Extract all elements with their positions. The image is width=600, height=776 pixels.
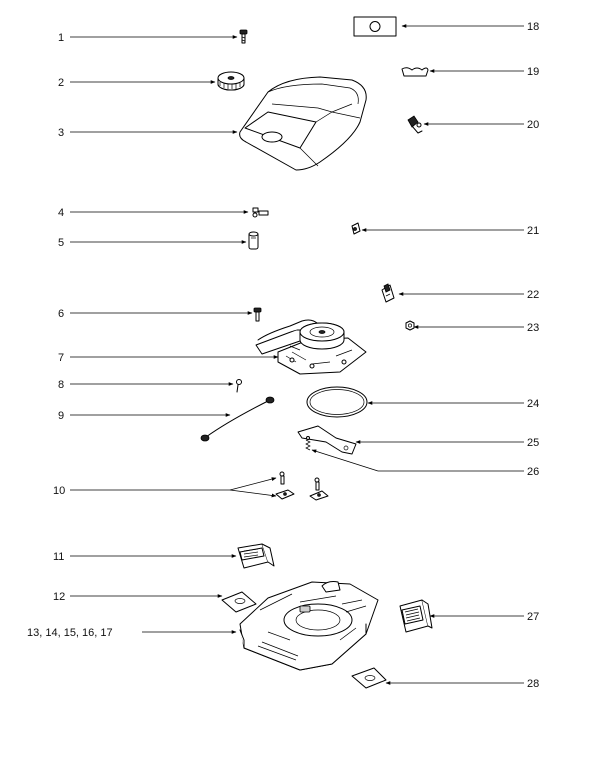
callout-21: 21: [361, 225, 539, 237]
callout-6: 6: [58, 308, 253, 320]
top-cover-icon: [239, 76, 367, 171]
callout-label-27: 27: [527, 611, 539, 623]
filter-cartridge-icon: [399, 599, 433, 633]
callout-11: 11: [53, 551, 237, 563]
wire-icon: [200, 396, 275, 442]
nut-icon: [405, 320, 415, 331]
screw-icon: [314, 477, 320, 491]
callout-label-28: 28: [527, 678, 539, 690]
callout-label-26: 26: [527, 466, 539, 478]
callout-5: 5: [58, 237, 247, 249]
callout-18: 18: [401, 21, 539, 33]
leader-line-10b: [229, 489, 277, 498]
callout-4: 4: [58, 207, 249, 219]
callout-label-12: 12: [53, 591, 65, 603]
screw-icon: [253, 307, 262, 322]
pin-icon: [236, 379, 242, 393]
callout-label-5: 5: [58, 237, 64, 249]
callout-22: 22: [398, 289, 539, 301]
callout-20: 20: [423, 119, 539, 131]
motor-assembly-icon: [255, 319, 367, 375]
callout-2: 2: [58, 77, 216, 89]
callout-label-8: 8: [58, 379, 64, 391]
grommet-icon: [351, 222, 361, 235]
callout-label-22: 22: [527, 289, 539, 301]
callout-label-3: 3: [58, 127, 64, 139]
callout-13-17: 13, 14, 15, 16, 17: [27, 627, 237, 639]
callout-label-7: 7: [58, 352, 64, 364]
filter-cartridge-icon: [237, 543, 275, 569]
belt-icon: [306, 386, 368, 418]
callout-8: 8: [58, 379, 234, 391]
switch-plate-icon: [353, 16, 397, 37]
callout-label-21: 21: [527, 225, 539, 237]
callout-label-24: 24: [527, 398, 539, 410]
callout-label-19: 19: [527, 66, 539, 78]
callout-1: 1: [58, 32, 238, 44]
callout-27: 27: [429, 611, 539, 623]
callout-24: 24: [367, 398, 539, 410]
callout-28: 28: [385, 678, 539, 690]
callout-label-25: 25: [527, 437, 539, 449]
plate-icon: [351, 667, 387, 689]
spring-clip-icon: [401, 67, 429, 77]
callout-label-18: 18: [527, 21, 539, 33]
callout-26: 26: [311, 449, 539, 478]
callout-label-6: 6: [58, 308, 64, 320]
callout-23: 23: [413, 322, 539, 334]
callout-label-10: 10: [53, 485, 65, 497]
plate-icon: [221, 591, 257, 613]
knob-icon: [217, 71, 245, 91]
screw-icon: [239, 29, 248, 44]
leader-line-10a: [229, 477, 277, 491]
callout-label-1: 1: [58, 32, 64, 44]
callout-label-2: 2: [58, 77, 64, 89]
callout-label-11: 11: [53, 551, 64, 563]
switch-lever-icon: [407, 115, 423, 134]
callout-10: 10: [53, 477, 277, 498]
callout-9: 9: [58, 410, 231, 422]
callout-19: 19: [429, 66, 539, 78]
callout-7: 7: [58, 352, 279, 364]
screw-icon: [279, 471, 285, 485]
callout-label-9: 9: [58, 410, 64, 422]
spacer-icon: [248, 231, 259, 250]
connector-icon: [381, 283, 395, 303]
callout-label-13-17: 13, 14, 15, 16, 17: [27, 627, 113, 639]
callout-3: 3: [58, 127, 238, 139]
callout-12: 12: [53, 591, 223, 603]
spring-icon: [305, 436, 311, 451]
bracket-icon: [275, 489, 295, 500]
clip-icon: [252, 207, 269, 218]
leader-line-26b: [311, 449, 379, 472]
callout-label-20: 20: [527, 119, 539, 131]
callout-label-4: 4: [58, 207, 64, 219]
base-housing-icon: [239, 581, 379, 671]
bracket-icon: [309, 490, 329, 501]
lever-arm-icon: [297, 425, 357, 455]
callout-25: 25: [355, 437, 539, 449]
callout-label-23: 23: [527, 322, 539, 334]
